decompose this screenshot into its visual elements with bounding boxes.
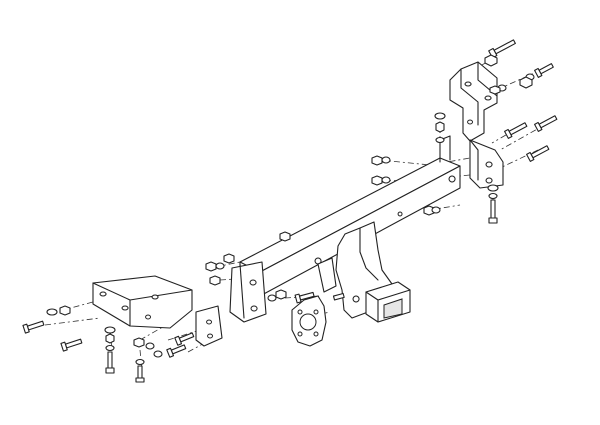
washer-icon bbox=[267, 294, 277, 302]
washer-icon bbox=[145, 342, 155, 350]
right-mounting-bracket bbox=[449, 61, 498, 142]
nut-icon bbox=[371, 155, 383, 166]
nut-icon bbox=[223, 253, 235, 264]
right-side-plate bbox=[469, 139, 504, 189]
fasteners-right bbox=[434, 39, 558, 224]
washer-icon bbox=[46, 308, 58, 316]
washer-icon bbox=[434, 112, 446, 120]
bolt-icon bbox=[22, 320, 45, 334]
nut-icon bbox=[484, 54, 498, 67]
nut-icon bbox=[205, 261, 217, 272]
nut-icon bbox=[279, 231, 291, 242]
socket-mounting-plate bbox=[291, 257, 337, 347]
bolt-icon bbox=[332, 292, 345, 301]
washer-icon bbox=[435, 136, 445, 144]
washer-icon bbox=[104, 326, 116, 334]
nut-icon bbox=[133, 337, 145, 348]
left-side-plate bbox=[229, 261, 267, 323]
washer-icon bbox=[215, 262, 225, 270]
left-mounting-bracket bbox=[92, 275, 193, 329]
bolt-icon bbox=[135, 365, 145, 383]
receiver-tube bbox=[365, 281, 411, 323]
washer-icon bbox=[135, 358, 145, 366]
bolt-icon bbox=[526, 145, 550, 162]
bolt-icon bbox=[105, 351, 115, 374]
left-outer-plate bbox=[195, 305, 223, 347]
nut-icon bbox=[59, 305, 71, 316]
bolt-icon bbox=[534, 63, 554, 78]
washer-icon bbox=[381, 156, 391, 164]
bolt-icon bbox=[534, 115, 558, 132]
nut-icon bbox=[489, 85, 501, 95]
washer-icon bbox=[381, 176, 391, 184]
bolt-icon bbox=[488, 199, 498, 224]
bolt-icon bbox=[166, 344, 187, 358]
bolt-icon bbox=[488, 39, 516, 59]
washer-icon bbox=[487, 184, 499, 192]
fasteners-left bbox=[22, 305, 195, 383]
washer-icon bbox=[153, 350, 163, 358]
nut-icon bbox=[209, 275, 221, 286]
nut-icon bbox=[519, 76, 533, 89]
nut-icon bbox=[435, 121, 445, 133]
bolt-icon bbox=[504, 122, 528, 139]
fasteners-center bbox=[205, 155, 441, 304]
bolt-icon bbox=[60, 338, 83, 352]
bolt-icon bbox=[174, 332, 195, 346]
washer-icon bbox=[431, 206, 441, 214]
bolt-icon bbox=[294, 291, 315, 304]
washer-icon bbox=[105, 344, 115, 352]
nut-icon bbox=[371, 175, 383, 186]
nut-icon bbox=[275, 289, 287, 300]
nut-icon bbox=[105, 333, 115, 344]
washer-icon bbox=[488, 192, 498, 200]
